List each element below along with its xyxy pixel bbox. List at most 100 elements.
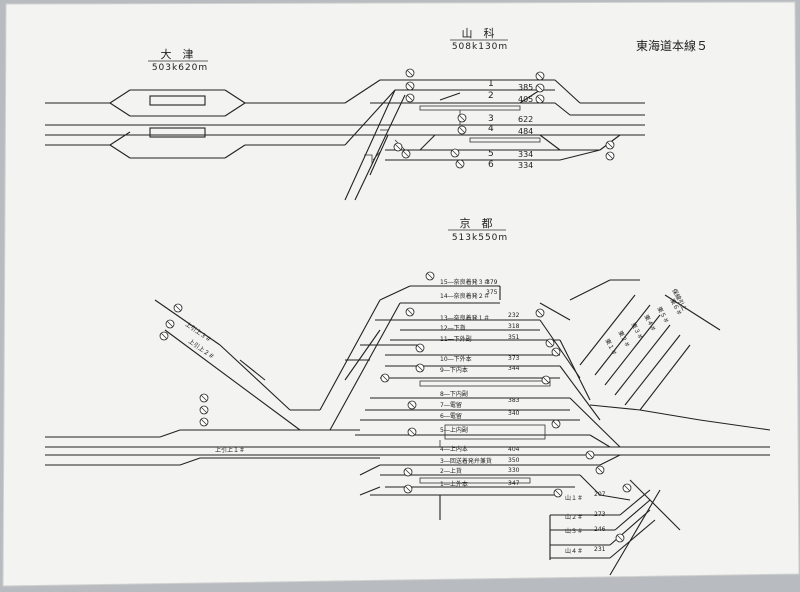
signal-marker	[393, 142, 403, 152]
yamashina-track-no: 2	[488, 91, 494, 101]
signal-marker	[541, 375, 551, 385]
signal-marker	[551, 419, 561, 429]
kyoto-track-len: 404	[508, 446, 520, 453]
kyoto-track-len: 375	[486, 289, 498, 296]
signal-marker	[535, 83, 545, 93]
yamashina-track-len: 334	[518, 150, 533, 159]
signal-marker	[405, 307, 415, 317]
yamashina-track-no: 3	[488, 114, 494, 124]
kyoto-se-label: 山３＃	[565, 527, 583, 535]
upper-track-layout	[45, 68, 645, 201]
kyoto-track-label: 4―上内本	[440, 445, 468, 453]
signal-marker	[405, 68, 415, 78]
kyoto-track-len: 379	[486, 279, 498, 286]
signal-marker	[535, 94, 545, 104]
signal-marker	[535, 71, 545, 81]
station-otsu-km: 503k620m	[152, 63, 208, 73]
kyoto-track-len: 330	[508, 467, 520, 474]
signal-marker	[407, 427, 417, 437]
yamashina-track-no: 1	[488, 79, 494, 89]
station-yamashina-km: 508k130m	[452, 42, 508, 52]
kyoto-track-len: 373	[508, 355, 520, 362]
kyoto-se-len: 207	[594, 491, 606, 498]
kyoto-se-label: 山４＃	[565, 547, 583, 555]
yamashina-track-len: 622	[518, 115, 533, 124]
station-yamashina-name: 山 科	[462, 26, 495, 40]
yamashina-track-labels: 1 385 2 405 3 622 4 484 5 334 6 334	[488, 79, 533, 170]
kyoto-track-len: 232	[508, 312, 520, 319]
kyoto-track-layout	[45, 271, 771, 576]
yamashina-track-no: 4	[488, 124, 494, 134]
kyoto-track-len: 351	[508, 334, 520, 341]
kyoto-se-label: 山１＃	[565, 494, 583, 502]
kyoto-track-len: 350	[508, 457, 520, 464]
kyoto-track-label: 12―下貨	[440, 324, 466, 332]
signal-marker	[165, 319, 175, 329]
kyoto-track-label: 2―上貨	[440, 467, 462, 475]
kyoto-track-labels: 15―奈良着発３＃ 379 14―奈良着発２＃ 375 13―奈良着発１＃ 23…	[440, 278, 520, 488]
signal-marker	[605, 151, 615, 161]
signal-marker	[457, 125, 467, 135]
signal-marker	[455, 159, 465, 169]
kyoto-track-len: 340	[508, 410, 520, 417]
kyoto-track-label: 7―電留	[440, 401, 462, 409]
yamashina-track-no: 6	[488, 160, 494, 170]
signal-marker	[403, 467, 413, 477]
kyoto-left-label: 上引上１＃	[215, 446, 245, 454]
kyoto-track-label: 8―下内副	[440, 390, 468, 398]
yamashina-track-len: 484	[518, 127, 533, 136]
signal-marker	[403, 484, 413, 494]
kyoto-track-label: 14―奈良着発２＃	[440, 292, 490, 300]
signal-marker	[415, 363, 425, 373]
document-title: 東海道本線５	[636, 38, 708, 53]
kyoto-track-len: 344	[508, 365, 520, 372]
signal-marker	[415, 343, 425, 353]
signal-marker	[622, 483, 632, 493]
yamashina-track-len: 385	[518, 83, 533, 92]
signal-marker	[551, 347, 561, 357]
signal-marker	[545, 338, 555, 348]
signal-marker	[380, 373, 390, 383]
kyoto-se-len: 246	[594, 526, 606, 533]
kyoto-track-label: 9―下内本	[440, 366, 468, 374]
kyoto-track-label: 1―上外本	[440, 480, 468, 488]
signal-marker	[553, 488, 563, 498]
signal-marker	[159, 331, 169, 341]
kyoto-se-len: 231	[594, 546, 606, 553]
kyoto-track-label: 6―電留	[440, 412, 462, 420]
signal-marker	[450, 148, 460, 158]
kyoto-track-label: 10―下外本	[440, 355, 472, 363]
kyoto-se-labels: 山１＃ 207 山２＃ 273 山３＃ 246 山４＃ 231	[565, 491, 606, 555]
signal-marker	[405, 93, 415, 103]
kyoto-track-label: 11―下外副	[440, 335, 472, 343]
signal-marker	[407, 400, 417, 410]
signal-marker	[585, 450, 595, 460]
station-kyoto-km: 513k550m	[452, 233, 508, 243]
signal-marker	[405, 81, 415, 91]
yamashina-track-len: 405	[518, 95, 533, 104]
signal-marker	[605, 140, 615, 150]
signal-marker	[535, 308, 545, 318]
signal-marker	[199, 405, 209, 415]
station-otsu-name: 大 津	[161, 47, 194, 61]
kyoto-se-label: 山２＃	[565, 513, 583, 521]
kyoto-se-len: 273	[594, 511, 606, 518]
signal-marker	[173, 303, 183, 313]
signal-marker	[199, 393, 209, 403]
signal-marker	[199, 417, 209, 427]
signal-marker	[457, 113, 467, 123]
kyoto-track-len: 383	[508, 397, 520, 404]
signal-marker	[401, 149, 411, 159]
signal-marker	[615, 533, 625, 543]
station-kyoto-name: 京 都	[460, 216, 493, 230]
kyoto-track-label: 3―回送着発弁兼貨	[440, 457, 492, 465]
signal-marker	[595, 465, 605, 475]
kyoto-track-label: 15―奈良着発３＃	[440, 278, 490, 286]
signal-marker	[425, 271, 435, 281]
yamashina-track-no: 5	[488, 149, 494, 159]
kyoto-track-label: 13―奈良着発１＃	[440, 314, 490, 322]
kyoto-track-label: 5―上内副	[440, 426, 468, 434]
